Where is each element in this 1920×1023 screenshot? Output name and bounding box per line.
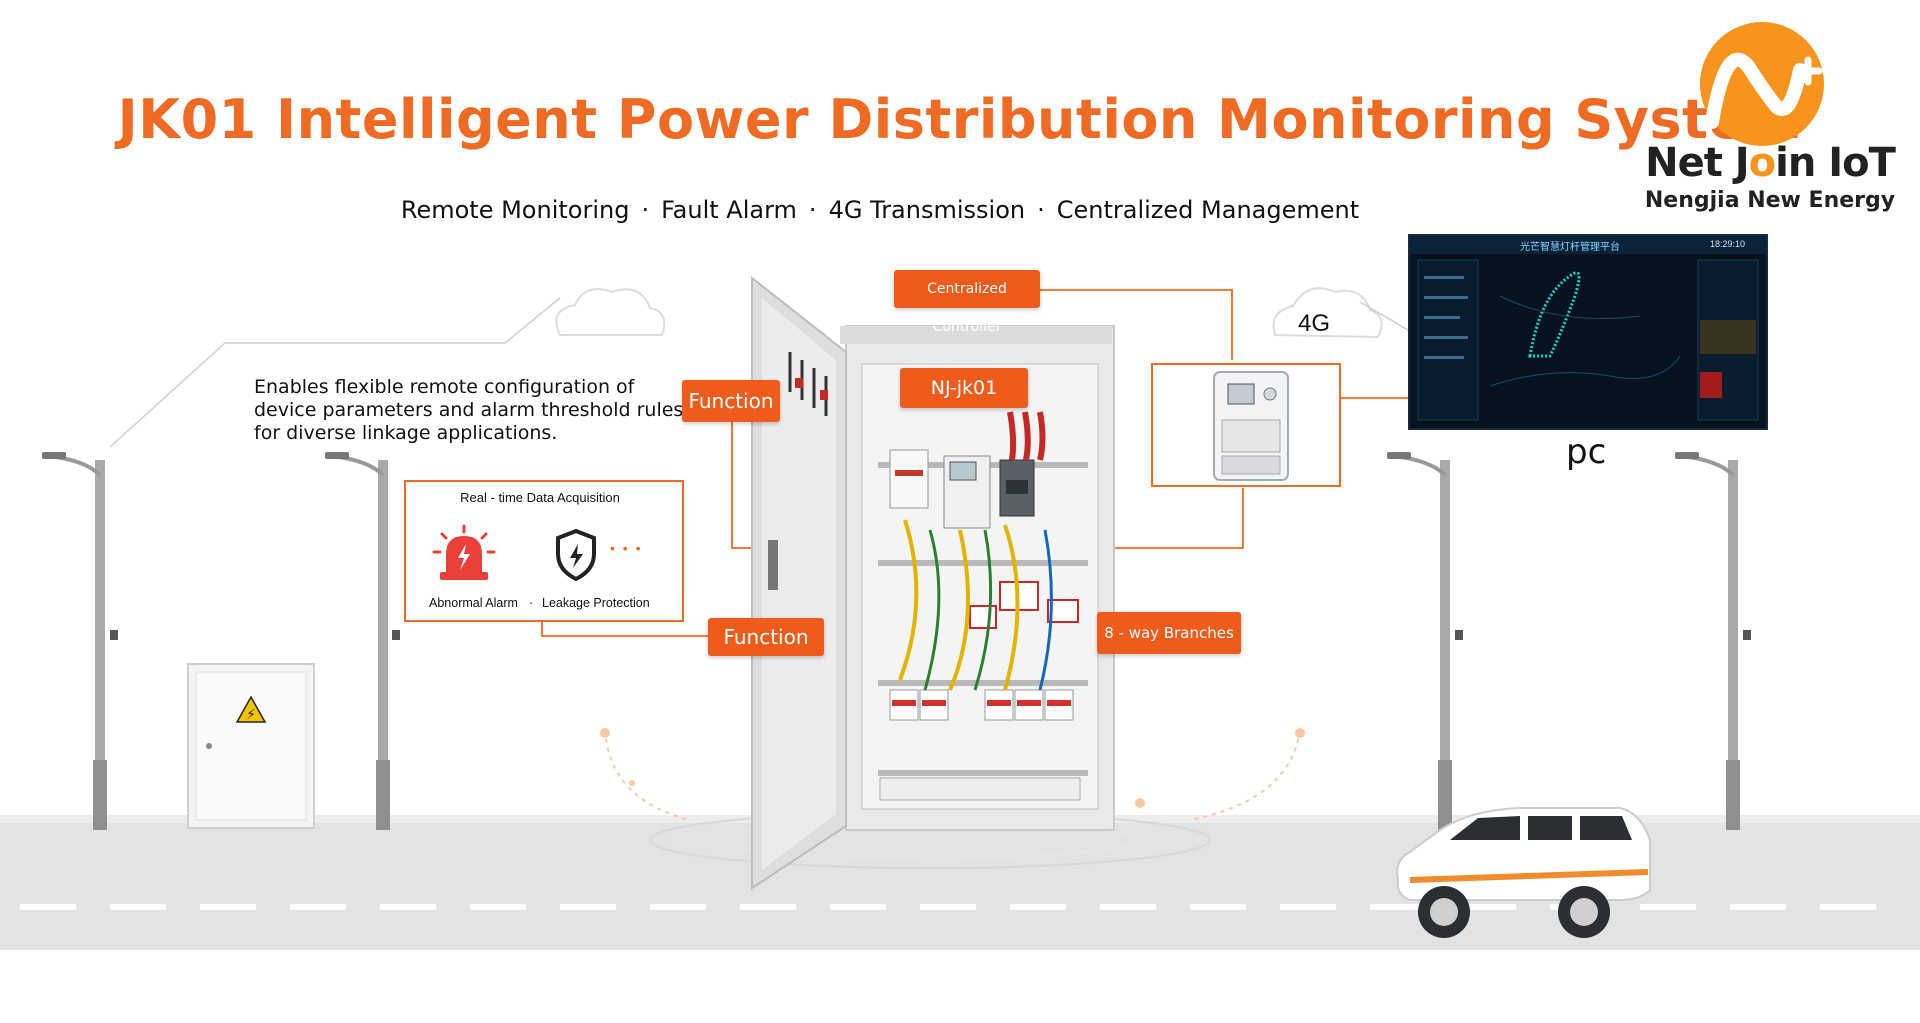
feature-separator: · [808,196,817,224]
feature-list: Remote Monitoring · Fault Alarm · 4G Transmi… [0,196,1760,224]
network-4g-label: 4G [1298,310,1331,337]
abnormal-alarm-label: Abnormal Alarm [429,596,518,610]
meter-device [1213,371,1289,481]
page-title: JK01 Intelligent Power Distribution Moni… [117,88,1803,151]
pc-dashboard-screen: 光芒智慧灯杆管理平台 18:29:10 [1408,234,1768,430]
pc-label: pc [1566,432,1607,472]
feature-item: Fault Alarm [661,196,797,224]
dashboard-header: 光芒智慧灯杆管理平台 [1520,242,1620,253]
function-box-separator: · [529,596,534,610]
street-lamp [1675,452,1751,830]
shield-icon [556,528,596,582]
brand-subtitle: Nengjia New Energy [1644,188,1896,213]
function-box-title: Real - time Data Acquisition [460,490,620,505]
more-dots: • • • [610,540,643,556]
tag-function-top: Function [682,380,780,422]
brand-name-part: o [1748,140,1777,186]
tag-centralized-controller: Centralized Controller [894,270,1040,335]
feature-item: Centralized Management [1056,196,1360,224]
brand-logo [1700,22,1824,146]
brand-name: Net Join IoT [1640,140,1900,186]
small-distribution-box: ⚡ [187,663,315,829]
cloud-icon [555,288,666,336]
link-line [1359,301,1409,331]
lane-markings [20,904,1876,910]
car [1396,807,1651,938]
leakage-protection-label: Leakage Protection [542,596,650,610]
tag-8-way-branches: 8 - way Branches [1097,612,1241,654]
main-cabinet [751,275,1115,890]
cloud-icon [1272,287,1383,339]
brand-name-part: Net J [1645,140,1750,186]
dashboard-map [1410,236,1766,421]
description-text: Enables flexible remote configuration of… [254,376,684,444]
link-line [109,297,561,448]
street-lamp [1387,452,1463,830]
feature-item: 4G Transmission [828,196,1026,224]
alarm-icon [432,524,496,580]
dashboard-time: 18:29:10 [1710,239,1746,249]
street-lamp [325,452,400,830]
street-lamp [42,452,118,830]
tag-function-bottom: Function [708,618,824,656]
feature-separator: · [1037,196,1045,224]
brand-name-part: in IoT [1775,140,1896,186]
feature-separator: · [641,196,650,224]
tag-model: NJ-jk01 [900,368,1028,408]
feature-item: Remote Monitoring [400,196,630,224]
svg-text:⚡: ⚡ [246,707,256,723]
